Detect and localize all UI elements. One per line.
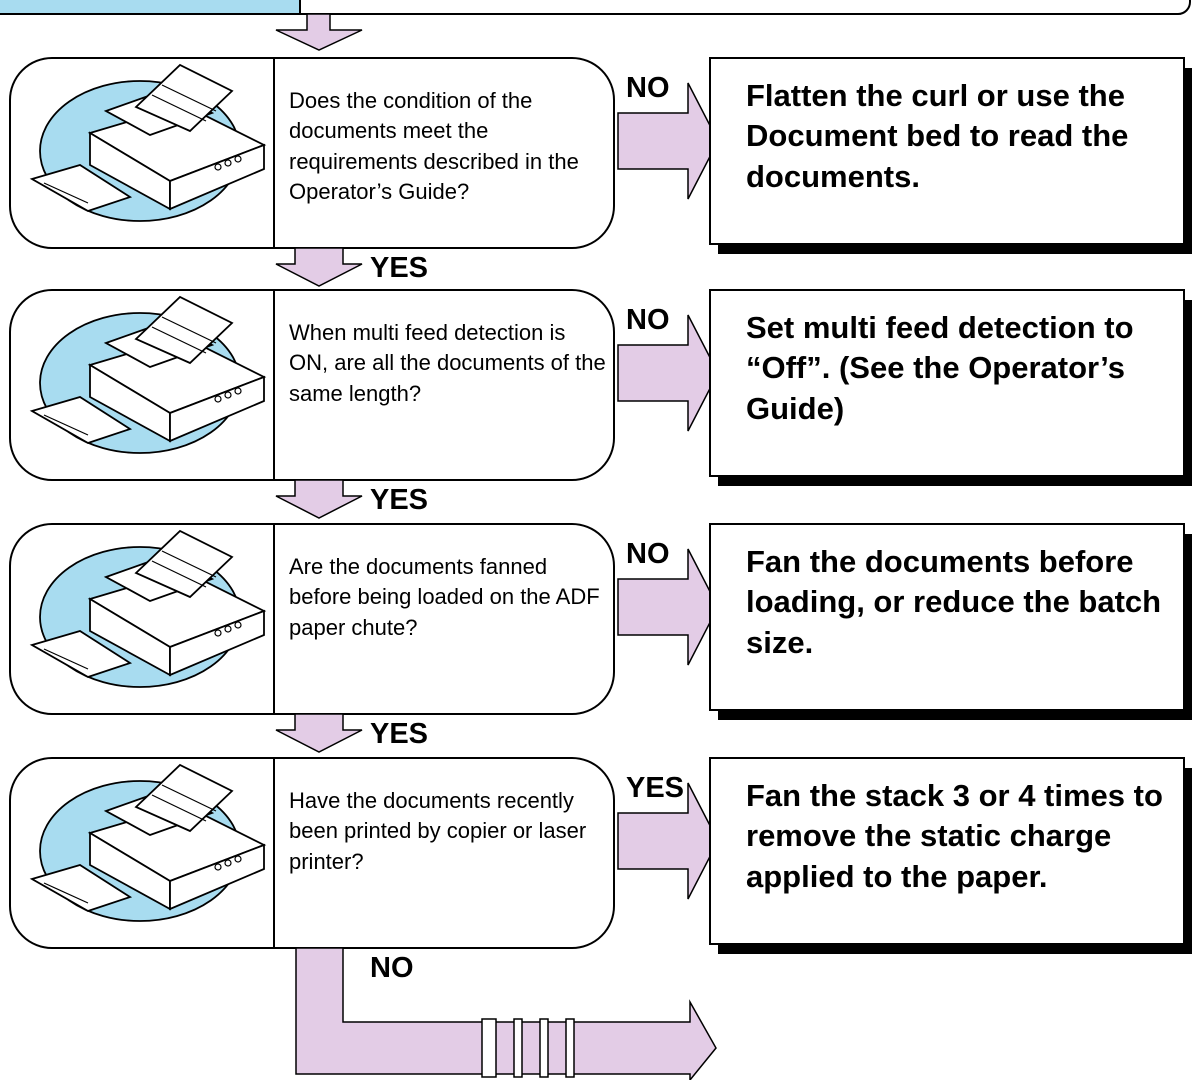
flow-step [9,523,1192,753]
branch-label: YES [626,772,685,804]
flow-step [9,757,1192,954]
entry-down-arrow [275,13,363,51]
continue-label: YES [370,252,429,284]
continue-label: YES [370,718,429,750]
question-text: Are the documents fanned before being lo… [289,554,600,640]
continue-down-arrow [275,713,363,753]
action-box [709,289,1185,477]
header-box-partial [0,0,1191,15]
action-box [709,57,1185,245]
action-text: Set multi feed detection to “Off”. (See … [746,310,1134,426]
branch-right-arrow [617,548,719,666]
continue-label: YES [370,484,429,516]
branch-label: NO [626,72,670,104]
branch-right-arrow [617,314,719,432]
arrow-break-mark [513,1018,523,1078]
action-text: Fan the stack 3 or 4 times to remove the… [746,778,1163,894]
flow-step [9,57,1192,287]
branch-label: NO [626,304,670,336]
continue-label: NO [370,952,414,984]
arrow-break-mark [539,1018,549,1078]
action-text: Flatten the curl or use the Document bed… [746,78,1129,194]
action-box [709,523,1185,711]
branch-right-arrow [617,782,719,900]
question-text: Does the condition of the documents meet… [289,88,579,205]
branch-label: NO [626,538,670,570]
flow-step [9,289,1192,519]
arrow-break-mark [565,1018,575,1078]
question-text: When multi feed detection is ON, are all… [289,320,606,406]
question-text: Have the documents recently been printed… [289,788,587,874]
continue-down-arrow [275,247,363,287]
final-exit-arrow [295,947,717,1080]
branch-right-arrow [617,82,719,200]
action-text: Fan the documents before loading, or red… [746,544,1162,660]
arrow-break-mark [481,1018,497,1078]
continue-down-arrow [275,479,363,519]
action-box [709,757,1185,945]
